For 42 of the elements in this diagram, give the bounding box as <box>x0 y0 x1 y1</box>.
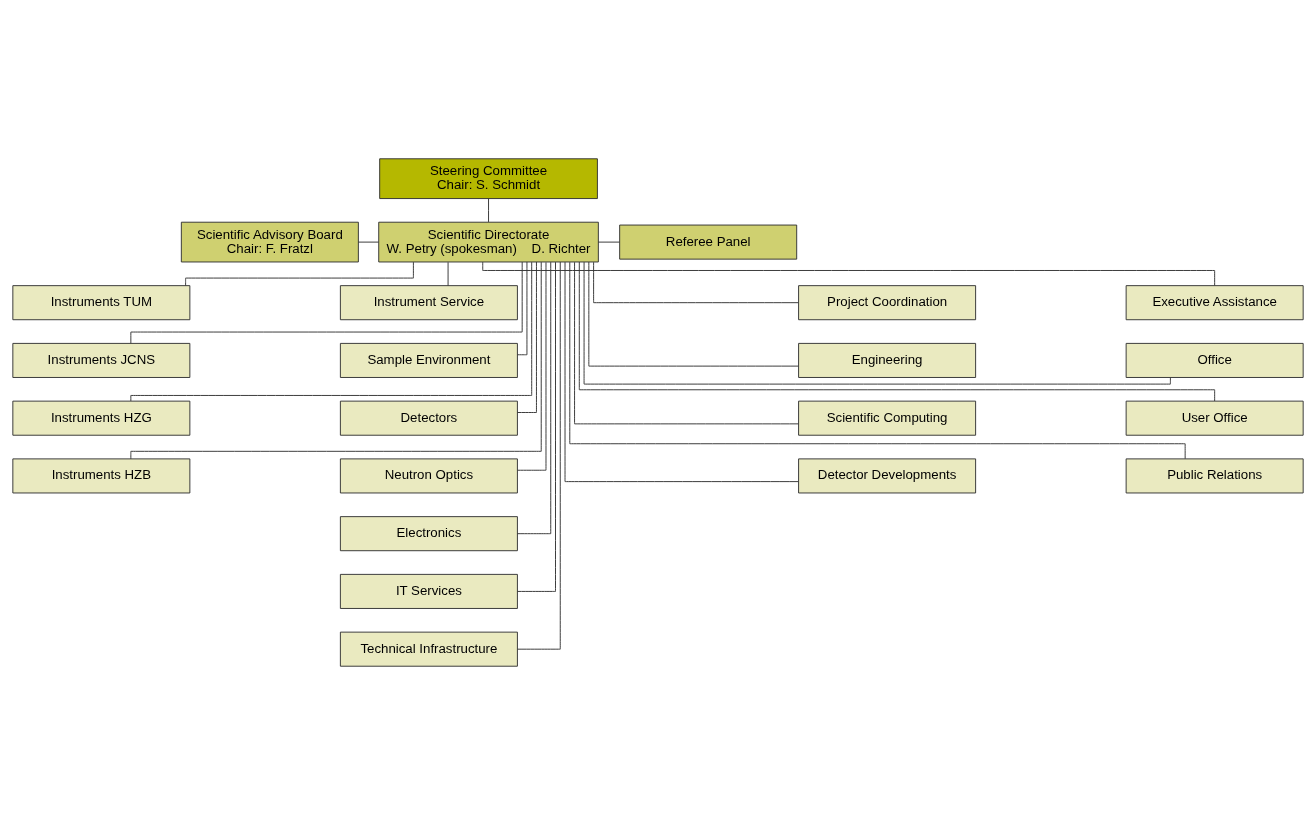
node-box: Instruments HZG <box>12 400 191 436</box>
node-box: Executive Assistance <box>1125 285 1304 321</box>
connector <box>574 261 799 425</box>
connector <box>593 261 799 304</box>
node-box: IT Services <box>339 573 518 609</box>
node-box: Detectors <box>339 400 518 436</box>
connector <box>564 261 799 483</box>
node-box: Technical Infrastructure <box>339 631 518 667</box>
node-box: Detector Developments <box>798 458 977 494</box>
connector <box>583 261 1171 385</box>
node-box: Scientific Computing <box>798 400 977 436</box>
connector <box>588 261 799 367</box>
connector <box>578 261 1216 402</box>
node-box: Neutron Optics <box>339 458 518 494</box>
node-box: Steering Committee Chair: S. Schmidt <box>379 158 598 200</box>
node-box: Instruments HZB <box>12 458 191 494</box>
connector <box>516 261 552 535</box>
node-box: User Office <box>1125 400 1304 436</box>
connector <box>517 261 547 471</box>
connector <box>130 261 542 460</box>
connector <box>597 241 620 243</box>
node-box: Referee Panel <box>619 224 798 260</box>
node-box: Scientific Directorate W. Petry (spokesman) D. Richter <box>378 221 599 263</box>
node-box: Office <box>1125 342 1304 378</box>
connector <box>517 261 528 356</box>
node-box: Electronics <box>339 516 518 552</box>
connector <box>517 261 537 413</box>
node-box: Engineering <box>798 342 977 378</box>
node-box: Instruments JCNS <box>12 342 191 378</box>
connector <box>358 241 380 243</box>
connector <box>130 261 533 402</box>
connector <box>517 261 561 650</box>
node-box: Instrument Service <box>339 285 518 321</box>
node-box: Scientific Advisory Board Chair: F. Fratzl <box>180 221 359 263</box>
connector <box>447 261 449 287</box>
connector <box>488 198 489 223</box>
node-box: Public Relations <box>1125 458 1304 494</box>
connector <box>130 261 523 344</box>
node-box: Sample Environment <box>339 342 518 378</box>
node-box: Instruments TUM <box>12 285 191 321</box>
connector <box>517 261 556 592</box>
node-box: Project Coordination <box>798 285 977 321</box>
